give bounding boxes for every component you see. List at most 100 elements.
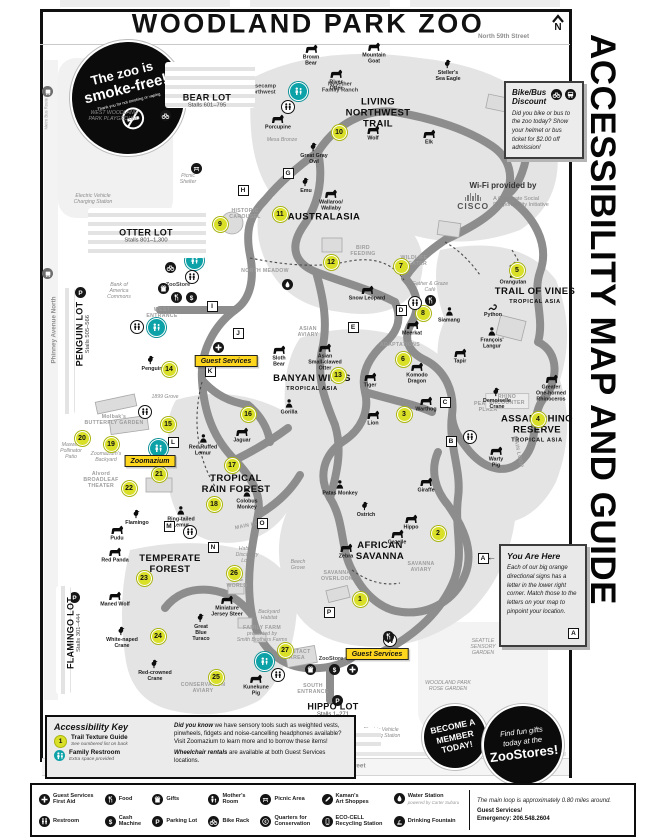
animal-label: Gorilla	[281, 398, 297, 415]
trail-stop-22: 22	[121, 480, 137, 496]
directional-sign-j: J	[232, 327, 244, 339]
first-aid-icon	[41, 796, 48, 802]
animal-label: Hippo	[403, 513, 419, 530]
frame-top	[40, 9, 572, 12]
animal-label: Ring-tailed Lemur	[167, 505, 195, 529]
north-arrow-icon	[552, 14, 564, 23]
map-label: Basecamp Northwest	[248, 83, 276, 96]
trail-stop-19: 19	[103, 436, 119, 452]
guest-services-tag: Guest Services	[345, 648, 409, 660]
bike-bus-title: Bike/Bus Discount	[512, 88, 547, 106]
legend-item: ¢ Quarters for Conservation	[260, 815, 312, 828]
animal-label: Flamingo	[125, 508, 149, 526]
legend-item: Mother's Room	[208, 793, 251, 806]
map-label: 1899 Grove	[151, 394, 179, 401]
map-label: SEATTLE SENSORY GARDEN	[470, 638, 496, 656]
directional-sign-n: N	[207, 541, 219, 553]
directional-sign-l: L	[167, 436, 179, 448]
bike-bus-discount-box: Bike/Bus Discount Did you bike or bus to…	[504, 81, 584, 159]
map-label: Habitat Discovery Loop	[235, 546, 259, 564]
animal-label: Red-crowned Crane	[138, 658, 172, 682]
cash-machine-icon-marker: $	[328, 663, 340, 675]
family-icon	[260, 656, 268, 665]
restroom-icon	[467, 433, 473, 440]
animal-label: Mountain Goat	[362, 41, 386, 65]
trail-stop-17: 17	[224, 457, 240, 473]
trail-stop-12: 12	[323, 254, 339, 270]
restroom-icon	[134, 323, 140, 330]
map-label: CONSERVATION AVIARY	[180, 682, 226, 694]
food-icon	[108, 795, 112, 802]
animal-label: Patas Monkey	[322, 479, 358, 496]
trail-stop-1: 1	[352, 591, 368, 607]
you-are-here-title: You Are Here	[507, 551, 561, 561]
legend-item: P Parking Lot	[152, 815, 199, 827]
map-label: Backyard Habitat	[258, 609, 280, 621]
directional-sign-e: E	[347, 321, 359, 333]
map-label: CONTACT AREA	[283, 649, 311, 661]
trail-stop-24: 24	[150, 628, 166, 644]
parking-icon: P	[335, 697, 340, 704]
legend-item: Guest Services First Aid	[39, 793, 96, 806]
cisco-wordmark: CISCO	[457, 201, 490, 211]
animal-label: Emu	[300, 176, 312, 194]
map-label: BIRD FEEDING	[350, 245, 376, 257]
food-icon-marker	[382, 630, 394, 642]
animal-label: Brown Bear	[303, 43, 319, 67]
gifts-icon	[155, 795, 161, 802]
cash-machine-icon: $	[189, 294, 193, 301]
trail-stop-14: 14	[161, 361, 177, 377]
parking-lot-stalls	[88, 208, 206, 258]
animal-label: Red Panda	[101, 546, 129, 563]
first-aid-icon-marker	[346, 663, 358, 675]
gifts-icon	[307, 665, 313, 672]
map-label: SAVANNA AVIARY	[407, 561, 435, 573]
map-label: Maxwell Pollinator Patio	[60, 442, 82, 460]
legend-item: ECO-CELL Recycling Station	[321, 815, 385, 828]
food-icon-marker	[424, 294, 436, 306]
trail-stop-7: 7	[393, 258, 409, 274]
trail-stop-20: 20	[74, 430, 90, 446]
wifi-intro: Wi-Fi provided by	[469, 181, 537, 190]
animal-label: Kunekune Pig	[243, 673, 269, 697]
map-label: Mesa Bronze	[266, 137, 298, 144]
animal-label: Warthog	[415, 395, 437, 412]
directional-sign-i: I	[206, 300, 218, 312]
trail-stop-15: 15	[160, 416, 176, 432]
directional-sign-c: C	[439, 396, 451, 408]
first-aid-icon	[215, 344, 221, 350]
restroom-marker	[185, 270, 199, 284]
animal-label: Siamang	[438, 306, 460, 323]
trail-stop-9: 9	[212, 216, 228, 232]
frame-left	[40, 9, 43, 762]
family-restroom-icon	[54, 750, 65, 761]
bus-stop-icon	[42, 268, 53, 279]
trail-stop-5: 5	[509, 262, 525, 278]
legend-item: Picnic Area	[260, 793, 312, 805]
map-label: Gather & Graze Café	[411, 281, 449, 293]
svg-text:P: P	[78, 289, 83, 296]
family-icon	[294, 86, 302, 95]
animal-label: Porcupine	[265, 113, 291, 130]
animal-label: Elk	[422, 128, 437, 145]
map-label: ZooStore	[318, 655, 344, 662]
wifi-credit: Wi-Fi provided by CISCO A Corporate Soci…	[447, 181, 559, 211]
animal-label: Miniature Jersey Steer	[211, 594, 243, 618]
map-label: RHINO ENCOUNTER	[485, 393, 529, 409]
bike-rack-icon-marker	[159, 109, 171, 121]
animal-label: Python	[484, 302, 502, 318]
you-are-here-arrow: ←	[487, 552, 496, 562]
restroom-icon	[187, 528, 193, 535]
animal-label: Gazelle	[388, 528, 406, 545]
map-label: NORTH MEADOW	[241, 268, 289, 275]
zone-label: TROPICAL RAIN FOREST	[201, 473, 271, 495]
bus-stop-icon	[42, 86, 53, 97]
animal-label: Warty Pig	[489, 445, 504, 469]
trail-stop-2: 2	[430, 525, 446, 541]
legend-item: Drinking Fountain	[393, 815, 462, 827]
trail-stop-4: 4	[530, 411, 546, 427]
street-phinney: Phinney Avenue North	[50, 296, 58, 364]
